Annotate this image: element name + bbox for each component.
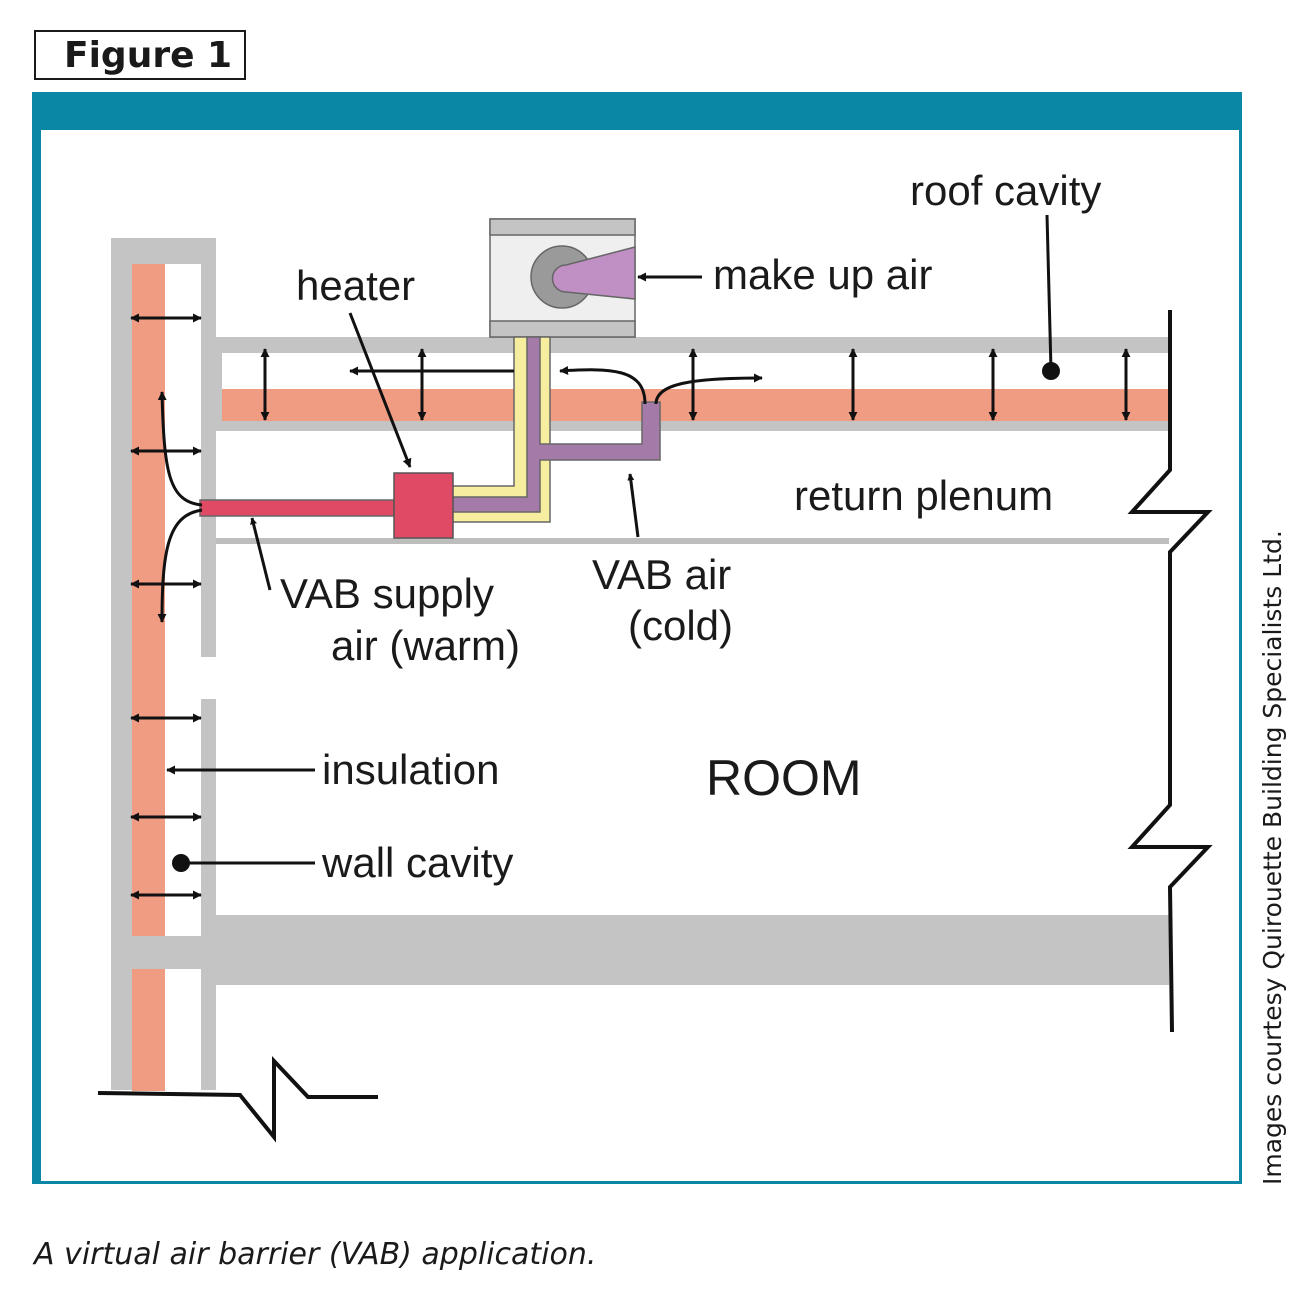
wall-cavity-dot — [172, 854, 190, 872]
heater-label: heater — [296, 262, 415, 309]
roof-outlet-left — [559, 366, 647, 405]
vab-air-label-line1: VAB air — [592, 551, 731, 598]
wall-cavity-lower — [165, 969, 201, 1091]
roof-ceiling-board — [216, 421, 1168, 431]
roof-deck — [216, 337, 1168, 353]
roof-outlet-right — [654, 373, 763, 405]
vab-supply-label-line1: VAB supply — [280, 570, 494, 617]
vab-air-label-line2: (cold) — [628, 602, 733, 649]
wall-gap — [201, 657, 216, 699]
vab-supply-leader — [250, 517, 272, 591]
duct-system — [199, 336, 661, 539]
heater-box — [393, 472, 454, 539]
make-up-air-label: make up air — [713, 251, 932, 298]
insulation-label: insulation — [322, 746, 499, 793]
room-label: ROOM — [706, 750, 862, 806]
supply-spread-down — [157, 508, 203, 623]
wall-cavity-label: wall cavity — [321, 839, 513, 886]
floor-slab — [201, 915, 1169, 985]
roof-cavity-dot — [1042, 362, 1060, 380]
roof-cavity-leader — [1045, 214, 1053, 371]
vab-air-leader — [627, 473, 640, 538]
suspended-ceiling — [216, 538, 1169, 544]
supply-spread-up — [157, 391, 203, 507]
make-up-air-unit — [489, 218, 636, 338]
heater-leader — [348, 312, 412, 468]
break-lines — [97, 310, 1213, 1143]
return-plenum-label: return plenum — [794, 472, 1053, 519]
vab-supply-duct — [199, 499, 395, 517]
right-break-line — [1127, 310, 1213, 1033]
image-credit: Images courtesy Quirouette Building Spec… — [1258, 530, 1287, 1185]
wall-insulation-upper — [132, 264, 165, 936]
roof-left-cap — [216, 353, 222, 431]
roof-cavity-label: roof cavity — [910, 167, 1101, 214]
wall-structure — [111, 238, 216, 1091]
wall-insulation-lower — [132, 969, 165, 1091]
roof-airflow-arrows — [260, 348, 1131, 421]
figure-caption: A virtual air barrier (VAB) application. — [34, 1237, 597, 1272]
wall-cavity-upper — [165, 264, 201, 936]
figure-label: Figure 1 — [34, 30, 246, 80]
label-leaders — [166, 214, 1053, 865]
vab-supply-label-line2: air (warm) — [331, 622, 520, 669]
wall-airflow-arrows — [130, 313, 203, 900]
bottom-break-line — [97, 1055, 378, 1143]
figure-frame — [32, 92, 1242, 1184]
